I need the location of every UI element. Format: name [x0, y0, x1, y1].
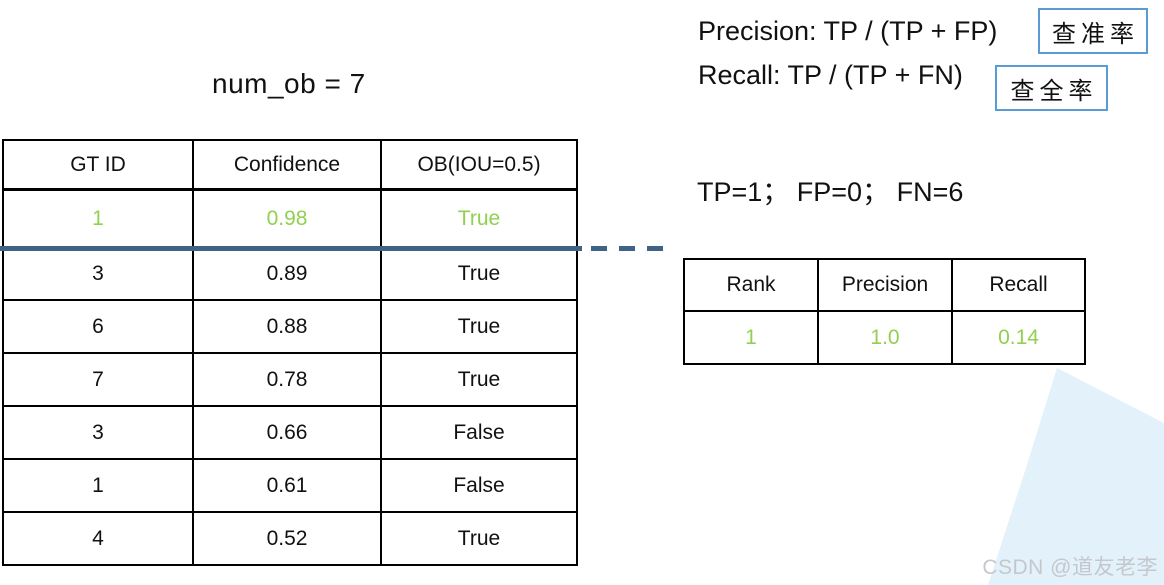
table-cell: False	[380, 458, 578, 513]
table-cell: 0.14	[951, 310, 1086, 365]
csdn-watermark: CSDN @道友老李	[982, 556, 1158, 579]
tp-fp-fn-counts: TP=1； FP=0； FN=6	[697, 177, 964, 207]
table-cell: 6	[2, 299, 194, 354]
table-row: 3 0.89 True	[2, 246, 578, 301]
column-header-confidence: Confidence	[192, 139, 382, 191]
rank-threshold-line	[0, 246, 582, 251]
detections-table: GT ID Confidence OB(IOU=0.5) 1 0.98 True…	[2, 139, 578, 566]
table-cell: True	[380, 188, 578, 248]
table-cell: 0.52	[192, 511, 382, 566]
table-cell: 0.78	[192, 352, 382, 407]
table-header-row: GT ID Confidence OB(IOU=0.5)	[2, 139, 578, 191]
table-cell: 3	[2, 246, 194, 301]
table-cell: 1	[683, 310, 819, 365]
table-cell: 4	[2, 511, 194, 566]
precision-cn-label-box: 查准率	[1038, 8, 1148, 54]
table-cell: 0.61	[192, 458, 382, 513]
table-header-row: Rank Precision Recall	[683, 258, 1086, 312]
table-cell: True	[380, 246, 578, 301]
table-cell: 0.89	[192, 246, 382, 301]
column-header-rank: Rank	[683, 258, 819, 312]
table-cell: True	[380, 299, 578, 354]
table-cell: 1.0	[817, 310, 953, 365]
column-header-ob-iou: OB(IOU=0.5)	[380, 139, 578, 191]
table-row: 7 0.78 True	[2, 352, 578, 407]
table-cell: False	[380, 405, 578, 460]
table-cell: 7	[2, 352, 194, 407]
table-row: 6 0.88 True	[2, 299, 578, 354]
column-header-precision: Precision	[817, 258, 953, 312]
table-cell: 1	[2, 188, 194, 248]
table-row: 4 0.52 True	[2, 511, 578, 566]
table-cell: 0.98	[192, 188, 382, 248]
metrics-table: Rank Precision Recall 1 1.0 0.14	[683, 258, 1086, 365]
table-row-highlighted: 1 1.0 0.14	[683, 310, 1086, 365]
table-cell: 3	[2, 405, 194, 460]
column-header-gt-id: GT ID	[2, 139, 194, 191]
table-cell: 0.66	[192, 405, 382, 460]
table-cell: True	[380, 352, 578, 407]
num-ob-title: num_ob = 7	[212, 68, 366, 99]
table-row-highlighted: 1 0.98 True	[2, 188, 578, 248]
table-row: 3 0.66 False	[2, 405, 578, 460]
rank-threshold-dashed-line	[591, 246, 675, 251]
recall-formula: Recall: TP / (TP + FN)	[698, 60, 963, 90]
table-cell: 0.88	[192, 299, 382, 354]
table-cell: True	[380, 511, 578, 566]
table-cell: 1	[2, 458, 194, 513]
recall-cn-label-box: 查全率	[995, 65, 1108, 111]
precision-formula: Precision: TP / (TP + FP)	[698, 16, 998, 46]
table-row: 1 0.61 False	[2, 458, 578, 513]
column-header-recall: Recall	[951, 258, 1086, 312]
